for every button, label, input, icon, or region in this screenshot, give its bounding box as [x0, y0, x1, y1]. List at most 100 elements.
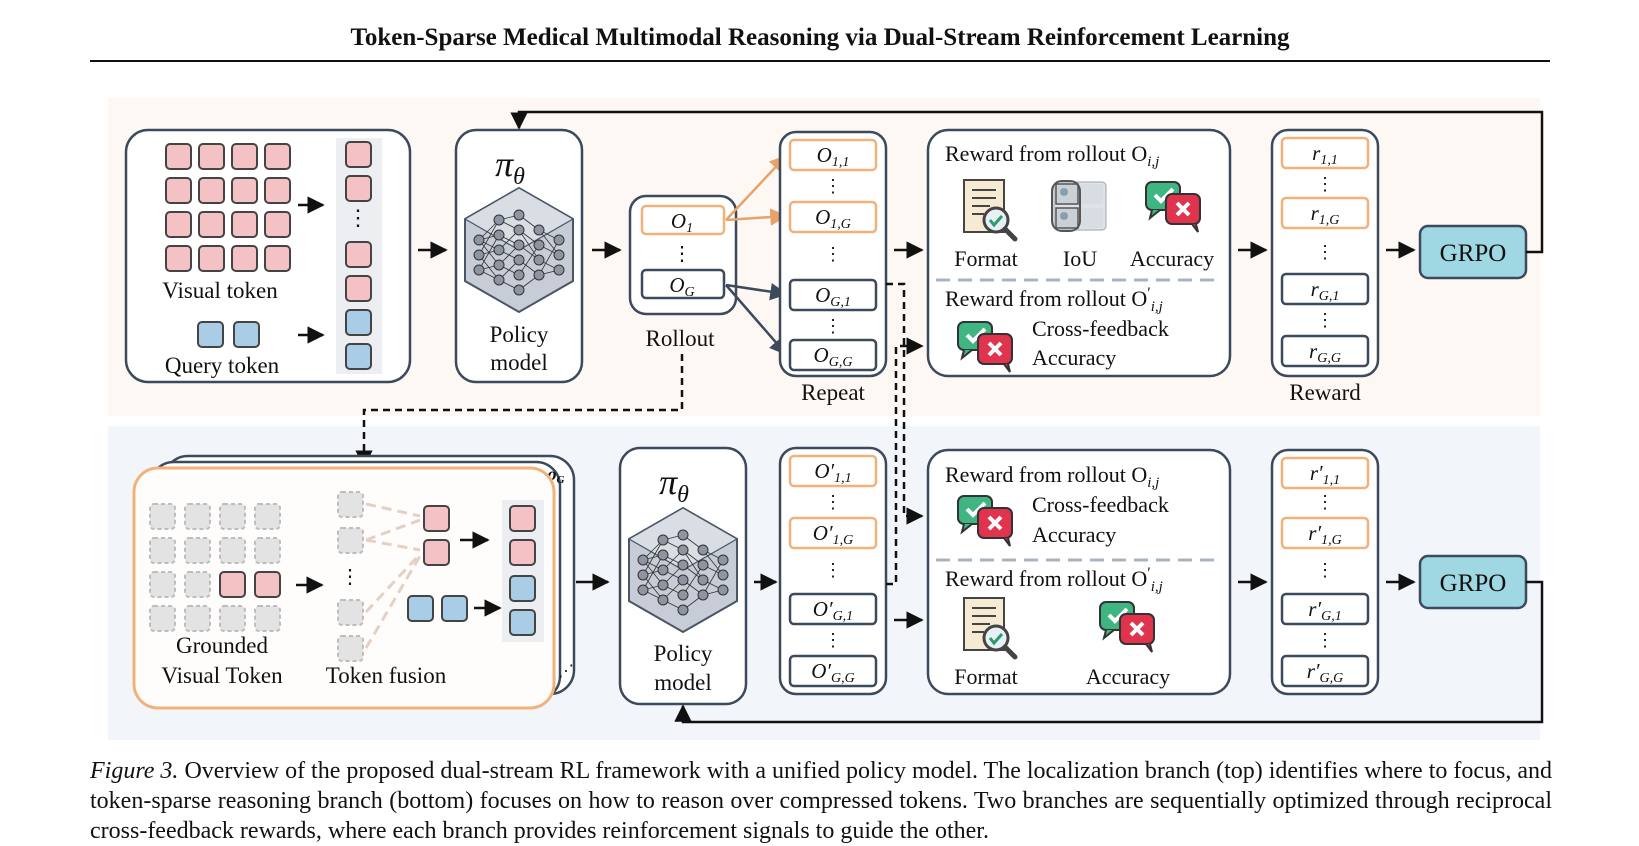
- top-repeat-ellipsis-1: ⋮: [824, 176, 842, 196]
- caption-text: Overview of the proposed dual-stream RL …: [90, 758, 1553, 844]
- top-grpo-label: GRPO: [1440, 240, 1507, 267]
- bottom-repeat-item-4: [788, 654, 878, 688]
- framework-diagram: Visual token Query token ⋮ πθ Policy mod…: [108, 98, 1544, 740]
- top-reward-title-1: Reward from rollout Oi,j: [945, 141, 1159, 170]
- visual-token-label: Visual token: [162, 278, 278, 303]
- rollout-og-chip: [640, 268, 726, 300]
- top-policy-label-line1: Policy: [490, 322, 549, 347]
- top-reward-column: [1270, 128, 1380, 378]
- header-rule: [90, 60, 1550, 62]
- bottom-repeat-ellipsis-3: ⋮: [824, 630, 842, 650]
- grounded-selected-tokens: [219, 571, 281, 598]
- bottom-reward-item-2: [1280, 516, 1370, 550]
- top-repeat-item-1-label: O1,1: [817, 143, 850, 170]
- top-repeat-item-2: [788, 200, 878, 234]
- top-reward-item-3-label: rG,1: [1311, 277, 1340, 304]
- bottom-reward-title-2: Reward from rollout O′i,j: [945, 565, 1163, 595]
- rollout-o1-chip: [640, 204, 726, 236]
- top-repeat-ellipsis-2: ⋮: [824, 244, 842, 264]
- bottom-reward-item-4-label: r′G,G: [1307, 659, 1344, 686]
- fusion-source-tokens: [337, 491, 364, 662]
- top-repeat-item-1: [788, 138, 878, 172]
- top-reward-ellipsis-1: ⋮: [1316, 174, 1334, 194]
- top-policy-label-line2: model: [490, 350, 548, 375]
- bottom-repeat-item-2: [788, 516, 878, 550]
- bottom-policy-label-line1: Policy: [654, 641, 713, 666]
- top-reward-column-label: Reward: [1289, 380, 1361, 405]
- bottom-reward-ellipsis-3: ⋮: [1316, 630, 1334, 650]
- stack-label-og: oG: [548, 464, 565, 486]
- fusion-merged-tokens: [423, 505, 450, 566]
- bottom-cross-line1: Cross-feedback: [1032, 492, 1169, 517]
- top-repeat-to-bottom-reward-dashed: [886, 282, 924, 525]
- top-reward-item-4-label: rG,G: [1309, 339, 1341, 366]
- rollout-o1-label: O1: [671, 209, 693, 236]
- bottom-update-loop-arrow: [674, 580, 1544, 724]
- rollout-label: Rollout: [645, 326, 715, 351]
- top-repeat-item-4-label: OG,G: [814, 343, 853, 370]
- fusion-ellipsis: ⋮: [340, 566, 360, 588]
- figure-label: Figure 3.: [90, 758, 179, 784]
- top-cross-line1: Cross-feedback: [1032, 316, 1169, 341]
- top-reward-title-2: Reward from rollout O′i,j: [945, 285, 1163, 315]
- bottom-cross-line2: Accuracy: [1032, 522, 1116, 547]
- query-token-pair: [197, 321, 260, 348]
- top-reward-item-1: [1280, 136, 1370, 170]
- top-reward-icon-label-accuracy: Accuracy: [1130, 246, 1214, 271]
- rollout-to-grounding-dashed-arrow: [355, 354, 684, 468]
- bottom-reward-item-1-label: r′1,1: [1310, 461, 1340, 488]
- top-repeat-item-3: [788, 278, 878, 312]
- rollout-fanout-orange: [725, 154, 788, 226]
- bottom-repeat-to-top-reward-dashed: [886, 337, 924, 586]
- visual-token-grid: [165, 143, 291, 272]
- bottom-grpo-label: GRPO: [1440, 570, 1507, 597]
- query-token-label: Query token: [165, 353, 280, 378]
- bottom-reward-ellipsis-1: ⋮: [1316, 492, 1334, 512]
- top-repeat-item-2-label: O1,G: [815, 205, 851, 232]
- fusion-merge-lines: [364, 502, 422, 649]
- token-fusion-label: Token fusion: [326, 663, 447, 688]
- bottom-reward-icon-label-accuracy: Accuracy: [1086, 664, 1170, 689]
- fusion-query-tokens: [407, 595, 468, 622]
- stack-corner-dots: ⋰: [558, 663, 574, 680]
- bottom-repeat-column: [778, 446, 888, 696]
- bottom-repeat-ellipsis-1: ⋮: [824, 492, 842, 512]
- grounded-token-grid: [149, 503, 281, 632]
- rollout-og-label: OG: [669, 273, 694, 300]
- rollout-fanout-blue: [725, 283, 788, 356]
- top-policy-symbol: πθ: [495, 144, 525, 190]
- flattened-tokens: [345, 141, 372, 370]
- top-cross-line2: Accuracy: [1032, 345, 1116, 370]
- top-reward-ellipsis-3: ⋮: [1316, 310, 1334, 330]
- bottom-policy-label-line2: model: [654, 670, 712, 695]
- bottom-reward-item-3-label: r′G,1: [1308, 597, 1341, 624]
- top-repeat-column: [778, 130, 888, 378]
- bottom-policy-symbol: πθ: [659, 462, 689, 508]
- bottom-repeat-item-4-label: O′G,G: [811, 659, 855, 686]
- fused-tokens: [509, 505, 536, 636]
- top-reward-item-2: [1280, 196, 1370, 230]
- figure-caption: Figure 3. Overview of the proposed dual-…: [90, 756, 1552, 846]
- top-repeat-item-3-label: OG,1: [815, 283, 851, 310]
- iou-icon: [1051, 180, 1107, 232]
- bottom-repeat-item-3-label: O′G,1: [813, 597, 853, 624]
- top-reward-item-1-label: r1,1: [1312, 141, 1338, 168]
- top-reward-ellipsis-2: ⋮: [1316, 242, 1334, 262]
- bottom-reward-item-3: [1280, 592, 1370, 626]
- top-reward-item-2-label: r1,G: [1311, 201, 1340, 228]
- bottom-repeat-item-1: [788, 454, 878, 488]
- top-reward-item-4: [1280, 334, 1370, 368]
- rollout-ellipsis: ⋮: [672, 243, 692, 265]
- grounded-label-line1: Grounded: [176, 633, 268, 658]
- bottom-reward-item-4: [1280, 654, 1370, 688]
- bottom-reward-column: [1270, 448, 1380, 696]
- top-repeat-label: Repeat: [801, 380, 865, 405]
- bottom-repeat-item-1-label: O′1,1: [814, 459, 851, 486]
- top-reward-icon-label-iou: IoU: [1063, 246, 1097, 271]
- bottom-reward-item-1: [1280, 456, 1370, 490]
- top-repeat-ellipsis-3: ⋮: [824, 316, 842, 336]
- bottom-repeat-item-3: [788, 592, 878, 626]
- bottom-reward-ellipsis-2: ⋮: [1316, 560, 1334, 580]
- bottom-repeat-ellipsis-2: ⋮: [824, 560, 842, 580]
- bottom-reward-item-2-label: r′1,G: [1308, 521, 1341, 548]
